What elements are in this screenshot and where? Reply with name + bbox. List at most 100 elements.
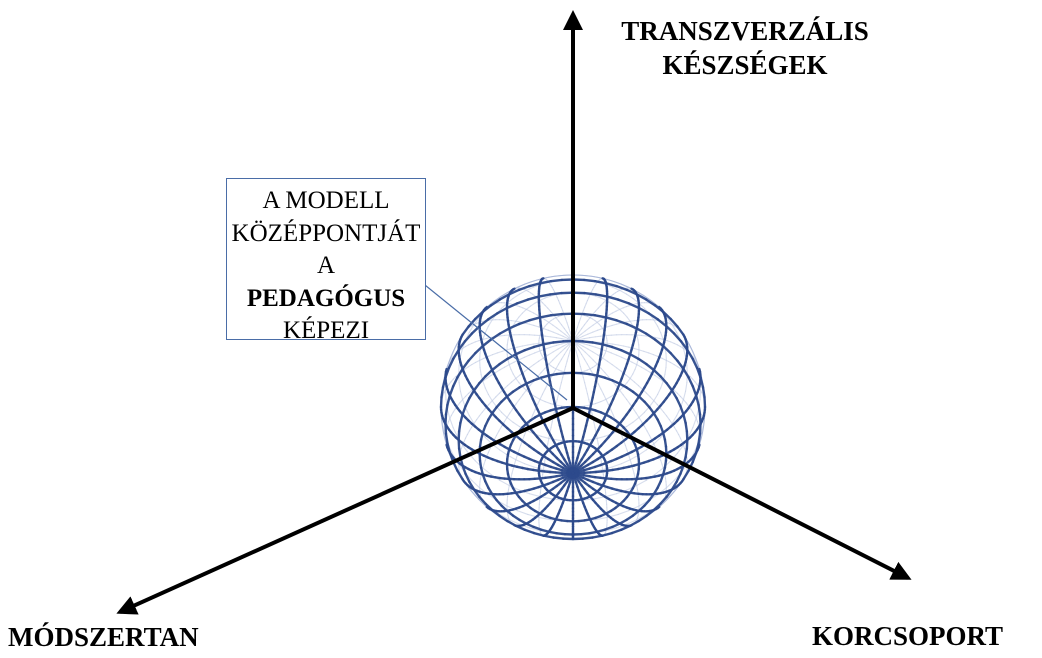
sphere-meridian [576, 322, 580, 328]
sphere-parallel [583, 291, 598, 296]
sphere-meridian [622, 345, 630, 348]
sphere-meridian [636, 488, 639, 494]
sphere-parallel [540, 435, 550, 439]
sphere-parallel [619, 308, 625, 314]
sphere-parallel [528, 527, 541, 532]
sphere-parallel [697, 432, 702, 445]
sphere-parallel [446, 408, 451, 420]
sphere-meridian [622, 306, 628, 309]
sphere-meridian [492, 352, 498, 356]
sphere-meridian [581, 324, 586, 330]
sphere-meridian [524, 322, 530, 325]
sphere-parallel [452, 427, 458, 438]
sphere-parallel [617, 510, 630, 515]
sphere-parallel [682, 367, 690, 379]
sphere-meridian [588, 324, 594, 329]
sphere-parallel [515, 459, 526, 465]
sphere-parallel [486, 312, 499, 321]
sphere-meridian [522, 307, 527, 310]
sphere-meridian [550, 344, 557, 348]
sphere-meridian [584, 382, 587, 389]
sphere-meridian [567, 326, 571, 333]
sphere-meridian [635, 412, 640, 419]
sphere-parallel [528, 282, 542, 288]
sphere-parallel [555, 532, 567, 536]
right-axis-arrow [572, 406, 912, 580]
sphere-parallel [634, 364, 638, 370]
sphere-meridian [580, 347, 586, 353]
sphere-meridian [606, 342, 614, 345]
sphere-parallel [468, 415, 475, 425]
sphere-parallel [474, 344, 485, 355]
sphere-parallel [643, 498, 651, 507]
sphere-parallel [506, 339, 509, 346]
sphere-parallel [495, 400, 503, 409]
sphere-meridian [547, 307, 551, 312]
sphere-meridian [448, 381, 452, 385]
sphere-meridian [628, 454, 631, 461]
sphere-parallel [482, 467, 492, 476]
sphere-meridian [522, 389, 527, 396]
sphere-meridian [533, 324, 540, 328]
sphere-parallel [604, 316, 618, 322]
sphere-meridian [658, 337, 664, 340]
sphere-meridian [663, 411, 668, 417]
sphere-parallel [653, 393, 659, 402]
sphere-parallel [518, 289, 527, 295]
sphere-parallel [512, 293, 521, 299]
sphere-meridian [632, 468, 635, 474]
sphere-meridian [529, 380, 535, 387]
sphere-meridian [682, 333, 686, 339]
sphere-parallel [537, 293, 552, 298]
sphere-meridian [589, 336, 596, 339]
sphere-meridian [679, 346, 684, 349]
sphere-meridian [479, 474, 482, 480]
sphere-meridian [584, 327, 590, 332]
sphere-meridian [616, 322, 622, 325]
sphere-meridian [629, 320, 635, 322]
sphere-parallel [665, 479, 675, 489]
sphere-parallel [600, 398, 607, 403]
sphere-meridian [592, 310, 597, 315]
sphere-parallel [601, 343, 614, 349]
sphere-parallel [517, 319, 531, 326]
sphere-meridian [589, 344, 596, 348]
sphere-parallel [518, 312, 523, 318]
sphere-meridian [529, 310, 535, 314]
axis-label-transversal-line2: KÉSZSÉGEK [662, 49, 828, 80]
sphere-meridian [592, 351, 599, 356]
sphere-parallel [703, 395, 707, 409]
sphere-meridian [541, 302, 546, 306]
sphere-parallel [508, 322, 521, 330]
sphere-parallel [499, 513, 510, 521]
sphere-meridian [478, 411, 483, 417]
sphere-meridian [594, 346, 602, 350]
sphere-meridian [689, 375, 694, 380]
sphere-meridian [475, 359, 481, 363]
sphere-parallel [611, 286, 621, 291]
sphere-meridian [498, 425, 503, 432]
sphere-parallel [478, 495, 487, 505]
sphere-meridian [690, 408, 694, 413]
sphere-meridian [640, 334, 647, 337]
sphere-meridian [484, 305, 488, 310]
sphere-parallel [512, 320, 517, 327]
sphere-parallel [611, 463, 622, 468]
sphere-parallel [470, 324, 481, 335]
sphere-meridian [577, 343, 584, 347]
sphere-meridian [625, 398, 631, 405]
sphere-meridian [495, 430, 500, 436]
sphere-parallel [515, 316, 520, 322]
sphere-parallel [669, 351, 679, 362]
sphere-parallel [462, 444, 470, 454]
sphere-parallel [625, 322, 638, 330]
sphere-meridian [612, 343, 619, 346]
sphere-meridian [633, 381, 640, 387]
sphere-meridian [464, 344, 470, 348]
sphere-meridian [449, 414, 452, 420]
sphere-meridian [583, 337, 591, 340]
sphere-meridian [462, 395, 467, 401]
sphere-parallel [498, 357, 509, 366]
sphere-parallel [461, 404, 467, 416]
sphere-meridian [597, 383, 602, 390]
